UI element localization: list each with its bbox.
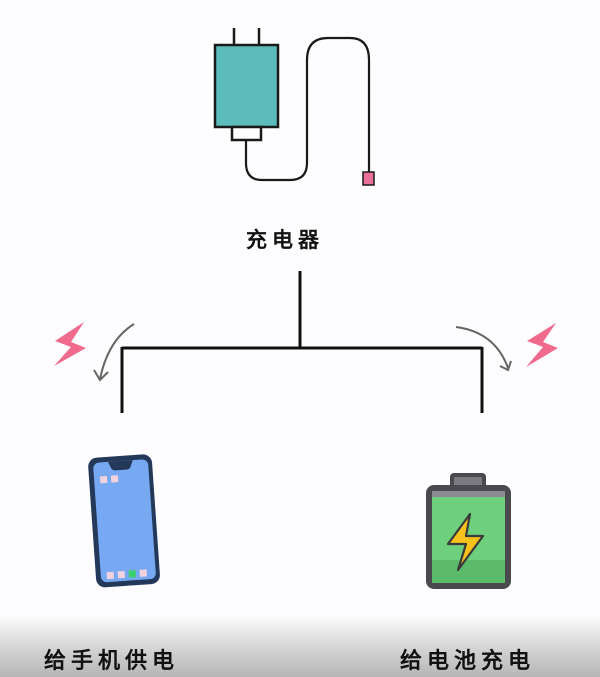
charger-icon [213, 28, 375, 186]
bottom-caption-bar [0, 615, 600, 677]
connector-lines [120, 271, 484, 413]
phone-power-label: 给手机供电 [44, 649, 180, 674]
charger-label: 充电器 [246, 228, 324, 252]
lightning-left-icon [54, 322, 86, 366]
curved-arrow-left-icon [93, 323, 135, 382]
lightning-right-icon [526, 323, 558, 367]
smartphone-icon [88, 454, 160, 588]
battery-charging-icon [426, 473, 511, 589]
curved-arrow-right-icon [455, 326, 512, 372]
battery-charge-label: 给电池充电 [400, 649, 536, 674]
